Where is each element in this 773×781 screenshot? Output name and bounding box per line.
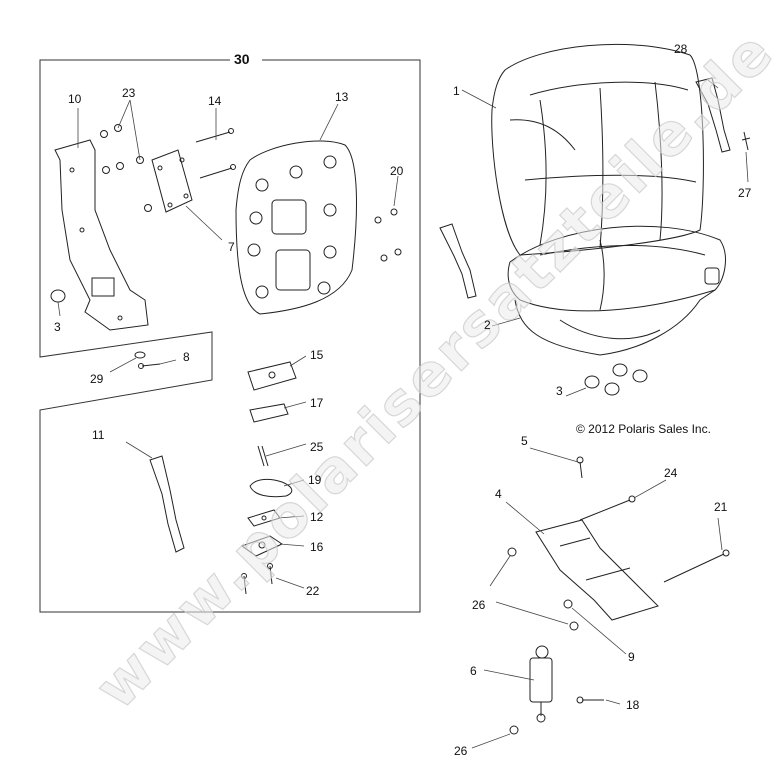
bracket-10 (54, 139, 149, 331)
callout-22: 22 (306, 584, 320, 598)
callout-28: 28 (674, 42, 688, 56)
latch-base-17 (249, 403, 289, 423)
seat-cushion (507, 225, 726, 356)
copyright-notice: © 2012 Polaris Sales Inc. (576, 422, 711, 436)
callout-25: 25 (310, 440, 324, 454)
washer-29 (134, 351, 146, 359)
callout-11: 11 (92, 428, 105, 442)
callout-4: 4 (495, 487, 502, 501)
callout-7: 7 (228, 240, 235, 254)
callout-3-left: 3 (54, 320, 61, 334)
callout-3-right: 3 (556, 384, 563, 398)
screws-22 (241, 563, 273, 595)
bolt-5 (576, 456, 584, 479)
callout-13: 13 (335, 90, 349, 104)
strap-28 (695, 77, 731, 153)
callout-18: 18 (626, 698, 640, 712)
kit-30-label: 30 (230, 52, 254, 66)
strap-11 (149, 455, 185, 553)
bumper-left (50, 289, 66, 303)
callout-24: 24 (664, 466, 678, 480)
nut-9 (563, 599, 573, 609)
seat-bracket-4 (535, 519, 659, 621)
seat-back (491, 43, 704, 256)
backing-plate-13 (235, 140, 357, 315)
callout-2: 2 (484, 318, 491, 332)
callout-15: 15 (310, 348, 324, 362)
housing-16 (240, 535, 284, 557)
nut-26-upper (507, 547, 517, 557)
callout-8: 8 (183, 350, 190, 364)
bolts-14 (195, 128, 236, 179)
callout-26-upper: 26 (472, 598, 486, 612)
nut-26-lower (509, 621, 579, 735)
callout-14: 14 (208, 94, 222, 108)
callout-10: 10 (68, 92, 82, 106)
nuts-23 (100, 124, 152, 212)
callout-20: 20 (390, 164, 404, 178)
callout-12: 12 (310, 510, 324, 524)
screw-8 (138, 363, 161, 369)
spring-19 (249, 478, 293, 498)
bumpers-right (584, 363, 648, 396)
bolt-18 (576, 696, 604, 704)
kit-30-frame (39, 59, 421, 613)
callout-21: 21 (714, 500, 728, 514)
callout-6: 6 (470, 664, 477, 678)
plate-12 (247, 509, 281, 527)
pin-27 (741, 131, 751, 151)
callout-9: 9 (628, 650, 635, 664)
callout-17: 17 (310, 396, 324, 410)
callout-26-lower: 26 (454, 744, 468, 758)
screws-20 (374, 208, 402, 262)
callout-19: 19 (308, 473, 322, 487)
rod-24 (579, 495, 636, 521)
callout-29: 29 (90, 372, 104, 386)
leader-lines (57, 79, 749, 749)
callout-27: 27 (738, 186, 752, 200)
pins-25 (257, 445, 269, 467)
callout-16: 16 (310, 540, 324, 554)
callout-5: 5 (521, 434, 528, 448)
callout-1: 1 (453, 84, 460, 98)
plate-7 (151, 149, 193, 213)
latch-15 (247, 361, 297, 391)
shock-absorber-6 (529, 645, 553, 723)
rod-21 (663, 549, 730, 583)
seat-hinge-strap (439, 223, 477, 299)
callout-23: 23 (122, 86, 136, 100)
